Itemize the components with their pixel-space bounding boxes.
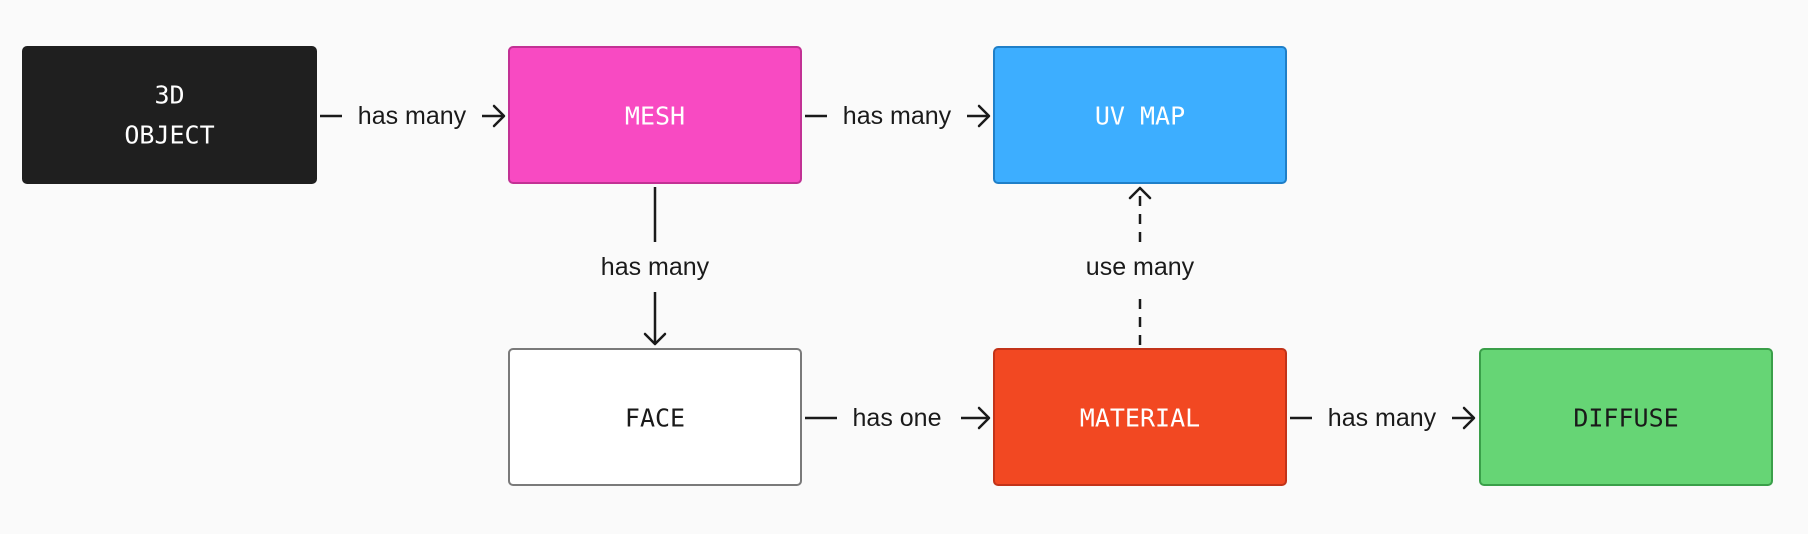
edge-material-to-diffuse: has many xyxy=(1290,404,1476,432)
edge-object-to-mesh: has many xyxy=(320,102,506,130)
edge-face-to-material: has one xyxy=(805,404,991,432)
node-diffuse-box xyxy=(1479,348,1773,486)
edge-object-mesh-label: has many xyxy=(358,102,467,130)
edge-mesh-to-face: has many xyxy=(601,187,710,346)
node-uv-map[interactable]: UV MAP xyxy=(993,46,1287,184)
arrow-right-icon xyxy=(1462,406,1476,430)
arrow-right-icon xyxy=(492,104,506,128)
node-face[interactable]: FACE xyxy=(508,348,802,486)
node-diffuse[interactable]: DIFFUSE xyxy=(1479,348,1773,486)
node-face-box xyxy=(508,348,802,486)
node-mesh-box xyxy=(508,46,802,184)
arrow-down-icon xyxy=(643,332,667,346)
node-material-box xyxy=(993,348,1287,486)
node-mesh[interactable]: MESH xyxy=(508,46,802,184)
node-mesh-label: MESH xyxy=(625,102,685,131)
node-uv-map-box xyxy=(993,46,1287,184)
edge-material-uvmap-label: use many xyxy=(1086,253,1195,281)
node-diffuse-label: DIFFUSE xyxy=(1573,404,1678,433)
edge-material-to-uvmap: use many xyxy=(1086,186,1195,345)
arrow-up-icon xyxy=(1128,186,1152,200)
node-3d-object-label-line2: OBJECT xyxy=(124,121,214,150)
node-3d-object-box xyxy=(22,46,317,184)
edge-material-diffuse-label: has many xyxy=(1328,404,1437,432)
node-face-label: FACE xyxy=(625,404,685,433)
node-uv-map-label: UV MAP xyxy=(1095,102,1185,131)
node-material-label: MATERIAL xyxy=(1080,404,1200,433)
arrow-right-icon xyxy=(977,406,991,430)
edge-mesh-face-label: has many xyxy=(601,253,710,281)
node-material[interactable]: MATERIAL xyxy=(993,348,1287,486)
edge-mesh-uvmap-label: has many xyxy=(843,102,952,130)
edge-mesh-to-uvmap: has many xyxy=(805,102,991,130)
node-3d-object[interactable]: 3D OBJECT xyxy=(22,46,317,184)
edge-face-material-label: has one xyxy=(853,404,942,432)
node-3d-object-label-line1: 3D xyxy=(154,81,184,110)
arrow-right-icon xyxy=(977,104,991,128)
